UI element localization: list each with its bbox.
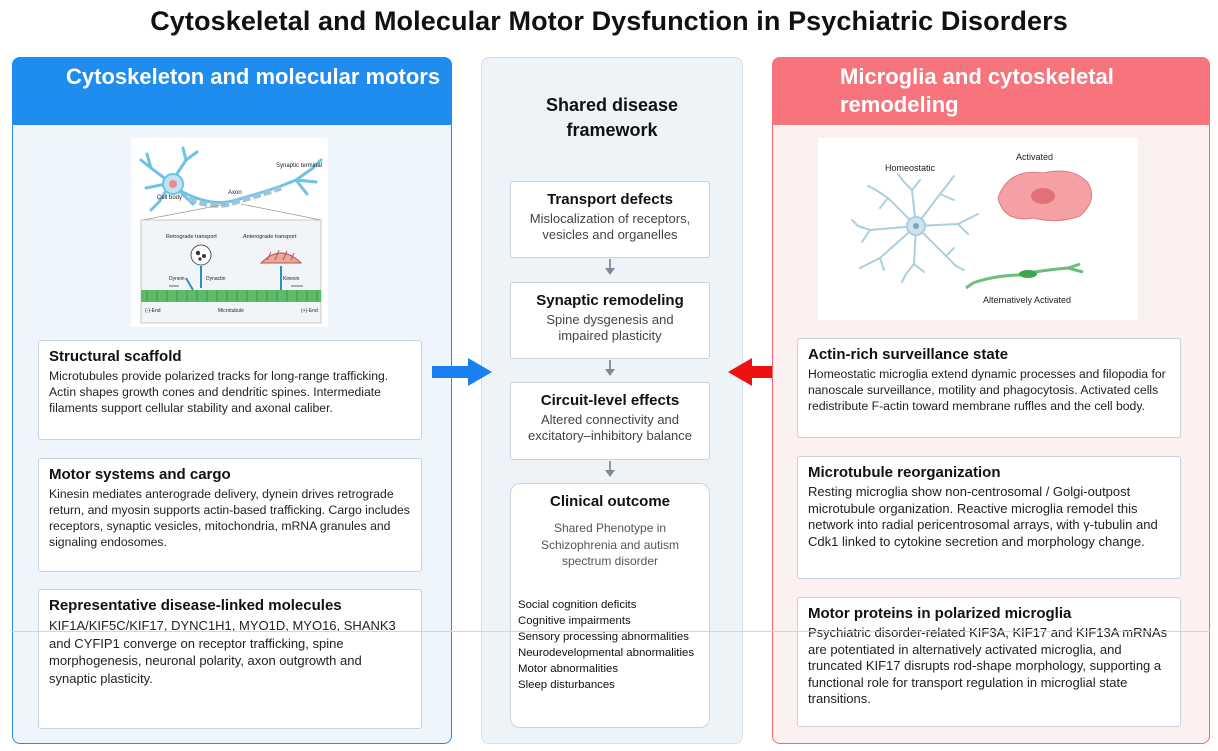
clinical-outcome-box: Clinical outcome Shared Phenotype in Sch… xyxy=(510,483,710,728)
card-title: Representative disease-linked molecules xyxy=(49,597,342,614)
card-body: Resting microglia show non-centrosomal /… xyxy=(808,484,1158,549)
card-title: Microtubule reorganization xyxy=(808,464,1001,481)
circuit-effects-box: Circuit-level effects Altered connectivi… xyxy=(510,382,710,460)
outcome-list: Social cognition deficits Cognitive impa… xyxy=(511,597,709,693)
left-arrow-icon xyxy=(728,358,788,391)
list-item: Sleep disturbances xyxy=(518,678,615,691)
list-item: Motor abnormalities xyxy=(518,662,619,675)
box-body: Spine dysgenesis and impaired plasticity xyxy=(546,312,674,343)
synaptic-remodeling-box: Synaptic remodeling Spine dysgenesis and… xyxy=(510,282,710,359)
actin-surveillance-card: Actin-rich surveillance state Homeostati… xyxy=(797,338,1181,438)
box-title: Transport defects xyxy=(547,191,673,208)
retrograde-label: Retrograde transport xyxy=(166,234,217,240)
down-arrow-icon xyxy=(605,369,615,376)
motor-proteins-card: Motor proteins in polarized microglia Ps… xyxy=(797,597,1181,727)
card-title: Actin-rich surveillance state xyxy=(808,346,1009,363)
synaptic-terminal-label: Synaptic terminal xyxy=(276,163,322,169)
middle-title: Shared disease framework xyxy=(545,95,679,140)
connector-line xyxy=(609,259,611,269)
connector-line xyxy=(609,461,611,471)
box-body: Altered connectivity and excitatory–inhi… xyxy=(527,412,693,443)
list-item: Neurodevelopmental abnormalities xyxy=(518,646,695,659)
down-arrow-icon xyxy=(605,268,615,275)
connector-line xyxy=(609,360,611,370)
transport-defects-box: Transport defects Mislocalization of rec… xyxy=(510,181,710,258)
separator-line xyxy=(12,631,1210,632)
card-body: KIF1A/KIF5C/KIF17, DYNC1H1, MYO1D, MYO16… xyxy=(49,618,396,686)
homeostatic-label: Homeostatic xyxy=(885,163,936,173)
microtubule-reorganization-card: Microtubule reorganization Resting micro… xyxy=(797,456,1181,579)
dynein-label: Dynein xyxy=(169,276,185,282)
box-title: Circuit-level effects xyxy=(540,392,680,409)
right-panel-header: Microglia and cytoskeletal remodeling xyxy=(772,57,1210,125)
card-title: Motor systems and cargo xyxy=(49,466,231,483)
card-title: Motor proteins in polarized microglia xyxy=(808,605,1072,622)
neuron-figure-icon: Synaptic terminal Cell body Axon Retrogr… xyxy=(131,138,328,327)
list-item: Cognitive impairments xyxy=(518,614,631,627)
card-body: Microtubules provide polarized tracks fo… xyxy=(49,369,389,415)
microglia-figure-icon: Homeostatic Activated Alternatively Acti… xyxy=(818,138,1138,320)
down-arrow-icon xyxy=(605,470,615,477)
minus-end-label: (-)-End xyxy=(145,308,161,314)
activated-label: Activated xyxy=(1016,152,1053,162)
plus-end-label: (+)-End xyxy=(301,308,318,314)
box-title: Clinical outcome xyxy=(549,493,671,510)
kinesin-label: Kinesin xyxy=(283,276,300,282)
dynactin-label: Dynactin xyxy=(206,276,226,282)
right-arrow-icon xyxy=(432,358,492,391)
alt-activated-label: Alternatively Activated xyxy=(983,295,1071,305)
cell-body-label: Cell body xyxy=(157,195,182,201)
axon-label: Axon xyxy=(228,190,242,196)
list-item: Sensory processing abnormalities xyxy=(518,630,689,643)
microtubule-label: Microtubule xyxy=(218,308,244,314)
box-body: Mislocalization of receptors, vesicles a… xyxy=(529,211,691,242)
disease-molecules-card: Representative disease-linked molecules … xyxy=(38,589,422,729)
main-title: Cytoskeletal and Molecular Motor Dysfunc… xyxy=(150,6,1068,36)
list-item: Social cognition deficits xyxy=(518,598,637,611)
box-title: Synaptic remodeling xyxy=(536,292,684,309)
card-title: Structural scaffold xyxy=(49,348,182,365)
outcome-subtitle: Shared Phenotype in Schizophrenia and au… xyxy=(540,521,680,568)
anterograde-label: Anterograde transport xyxy=(243,234,297,240)
motor-systems-card: Motor systems and cargo Kinesin mediates… xyxy=(38,458,422,572)
card-body: Homeostatic microglia extend dynamic pro… xyxy=(808,367,1166,413)
card-body: Psychiatric disorder-related KIF3A, KIF1… xyxy=(808,625,1168,706)
left-panel-header: Cytoskeleton and molecular motors xyxy=(12,57,452,125)
structural-scaffold-card: Structural scaffold Microtubules provide… xyxy=(38,340,422,440)
card-body: Kinesin mediates anterograde delivery, d… xyxy=(49,487,410,549)
